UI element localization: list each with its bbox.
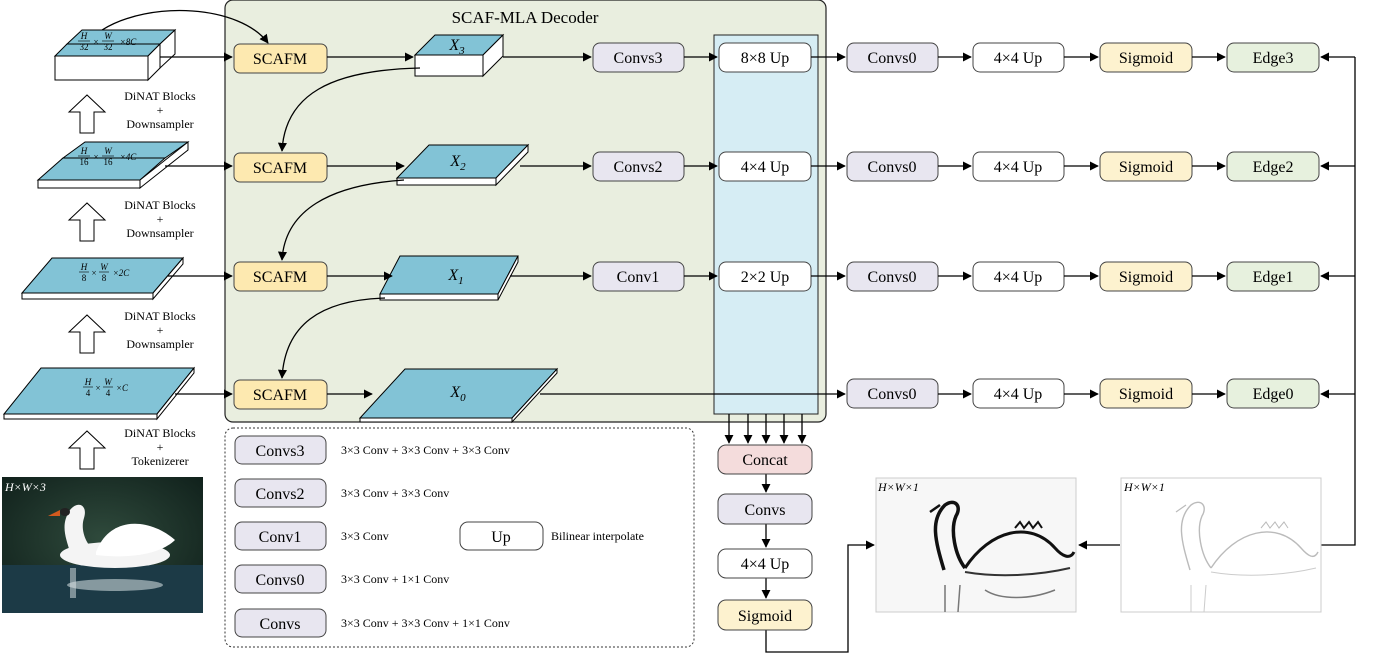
f2-label-h: H [80, 146, 88, 156]
legend-term-convs2: Convs2 [256, 486, 305, 503]
side-up-label-1: 4×4 Up [994, 269, 1043, 286]
convs3-label: Convs3 [614, 50, 663, 67]
encoder-feature-0 [4, 368, 194, 419]
svg-text:×: × [93, 37, 98, 47]
f0-label-wden: 4 [106, 388, 111, 398]
up8-label: 8×8 Up [741, 50, 790, 67]
sigmoid-label-3: Sigmoid [1119, 50, 1173, 67]
up-arrow-icon [69, 203, 105, 241]
up-arrow-icon [69, 315, 105, 353]
legend-term-convs: Convs [260, 616, 301, 633]
f2-label-hden: 16 [80, 157, 90, 167]
f3-label-hden: 32 [80, 42, 89, 52]
scafm-label-3: SCAFM [253, 51, 307, 68]
legend-desc-convs: 3×3 Conv + 3×3 Conv + 1×1 Conv [341, 616, 510, 630]
up2-label: 2×2 Up [741, 269, 790, 286]
edge0-label: Edge0 [1253, 386, 1294, 403]
convs0-label-0: Convs0 [868, 386, 917, 403]
sigmoid-label-2: Sigmoid [1119, 159, 1173, 176]
stage-2-line2: + [157, 212, 164, 226]
up4-label: 4×4 Up [741, 159, 790, 176]
convs2-label: Convs2 [614, 159, 663, 176]
legend-desc-convs3: 3×3 Conv + 3×3 Conv + 3×3 Conv [341, 443, 510, 457]
input-image-label: H×W×3 [4, 480, 46, 494]
f3-label-wden: 32 [104, 42, 113, 52]
edge2-label: Edge2 [1253, 159, 1294, 176]
scafm-label-2: SCAFM [253, 160, 307, 177]
legend-desc-up: Bilinear interpolate [551, 529, 644, 543]
f1-label-wden: 8 [102, 273, 107, 283]
fusion-convs-label: Convs [745, 502, 786, 519]
legend-desc-convs2: 3×3 Conv + 3×3 Conv [341, 486, 449, 500]
svg-text:×: × [91, 268, 96, 278]
legend-desc-convs0: 3×3 Conv + 1×1 Conv [341, 572, 449, 586]
input-image [2, 477, 203, 613]
fused-edge-label: H×W×1 [877, 480, 919, 494]
stage-3-line1: DiNAT Blocks [124, 89, 196, 103]
stage-0-line1: DiNAT Blocks [124, 426, 196, 440]
f2-label-c: ×4C [120, 152, 138, 162]
fusion-up-label: 4×4 Up [741, 556, 790, 573]
side-up-label-2: 4×4 Up [994, 159, 1043, 176]
ground-truth-label: H×W×1 [1123, 480, 1165, 494]
stage-1-line3: Downsampler [126, 337, 193, 351]
f1-label-h: H [80, 262, 88, 272]
stage-2-line1: DiNAT Blocks [124, 198, 196, 212]
sigmoid-label-0: Sigmoid [1119, 386, 1173, 403]
legend-term-conv1: Conv1 [259, 529, 302, 546]
sigmoid-label-1: Sigmoid [1119, 269, 1173, 286]
side-up-label-0: 4×4 Up [994, 386, 1043, 403]
legend-desc-conv1: 3×3 Conv [341, 529, 389, 543]
concat-label: Concat [742, 452, 788, 469]
fusion-sigmoid-label: Sigmoid [738, 608, 792, 625]
convs0-label-1: Convs0 [868, 269, 917, 286]
f0-label-c: ×C [116, 383, 129, 393]
f0-label-hden: 4 [86, 388, 91, 398]
conv1-label: Conv1 [617, 269, 660, 286]
stage-3-line3: Downsampler [126, 117, 193, 131]
scafm-label-1: SCAFM [253, 269, 307, 286]
up-arrow-icon [69, 95, 105, 133]
f1-label-c: ×2C [113, 268, 131, 278]
legend-term-up: Up [491, 529, 511, 546]
stage-0-line2: + [157, 440, 164, 454]
convs0-label-3: Convs0 [868, 50, 917, 67]
f3-label-h: H [80, 31, 88, 41]
stage-1-line1: DiNAT Blocks [124, 309, 196, 323]
f0-label-h: H [84, 377, 92, 387]
decoder-title: SCAF-MLA Decoder [452, 8, 599, 27]
fused-edge-image [876, 478, 1076, 612]
f2-label-wden: 16 [104, 157, 114, 167]
stage-0-line3: Tokenizerer [131, 454, 188, 468]
edge1-label: Edge1 [1253, 269, 1294, 286]
scafm-label-0: SCAFM [253, 387, 307, 404]
stage-2-line3: Downsampler [126, 226, 193, 240]
legend-term-convs3: Convs3 [256, 443, 305, 460]
f3-label-c: ×8C [120, 37, 138, 47]
side-up-label-3: 4×4 Up [994, 50, 1043, 67]
svg-text:×: × [93, 152, 98, 162]
upsample-band [714, 35, 818, 414]
edge3-label: Edge3 [1253, 50, 1294, 67]
convs0-label-2: Convs0 [868, 159, 917, 176]
stage-1-line2: + [157, 323, 164, 337]
right-rail [1320, 57, 1355, 545]
ground-truth-image [1121, 478, 1321, 612]
stage-3-line2: + [157, 103, 164, 117]
legend-term-convs0: Convs0 [256, 572, 305, 589]
encoder-feature-3 [55, 30, 175, 80]
f1-label-hden: 8 [82, 273, 87, 283]
up-arrow-icon [69, 431, 105, 469]
encoder-feature-2 [38, 142, 188, 188]
svg-text:×: × [95, 383, 100, 393]
